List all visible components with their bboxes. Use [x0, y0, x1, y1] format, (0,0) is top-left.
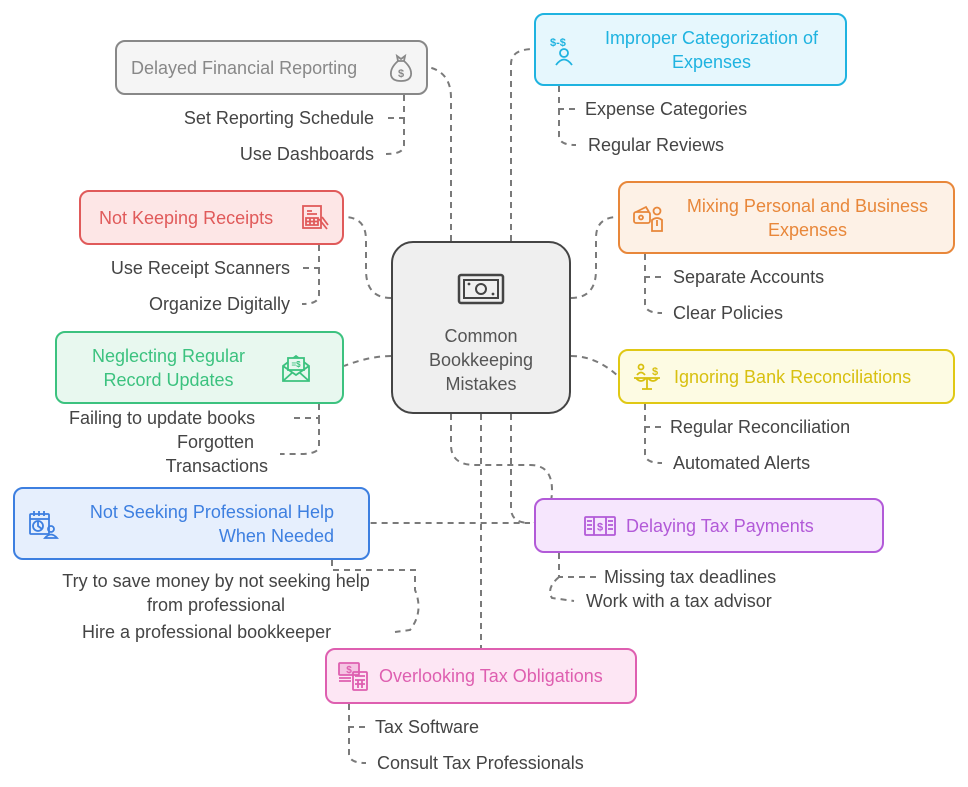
center-node[interactable]: Common Bookkeeping Mistakes: [391, 241, 571, 414]
connector-neglecting: [343, 355, 392, 367]
svg-text:$: $: [652, 366, 658, 378]
child-set-reporting-schedule: Set Reporting Schedule: [183, 108, 374, 128]
node-mixing-expenses[interactable]: Mixing Personal and Business Expenses: [618, 181, 955, 254]
node-label-line: Expenses: [671, 51, 752, 72]
node-label-line: Record Updates: [103, 369, 234, 390]
node-label: Delaying Tax Payments: [626, 515, 814, 536]
svg-text:$: $: [398, 68, 404, 80]
node-label-line: Mixing Personal and Business: [686, 195, 929, 216]
node-label-line: Not Seeking Professional Help: [89, 501, 334, 522]
child-use-receipt-scanners: Use Receipt Scanners: [110, 258, 290, 278]
child-regular-reconciliation: Regular Reconciliation: [670, 417, 851, 437]
child-forgotten-transactions-1: Forgotten: [176, 432, 254, 452]
node-label-line: Neglecting Regular: [91, 345, 246, 366]
cash-stack-icon: $: [584, 515, 616, 537]
cash-bill-icon: [457, 273, 505, 310]
money-calculator-icon: $: [337, 660, 371, 692]
connector-improper-categorization: [510, 48, 535, 241]
center-title-line: Mistakes: [445, 374, 517, 394]
svg-text:$-$: $-$: [550, 37, 566, 49]
receipt-hand-icon: [300, 203, 330, 233]
node-delaying-tax-payments[interactable]: $ Delaying Tax Payments: [534, 498, 884, 553]
connector-delayed-reporting: [427, 66, 452, 241]
child-forgotten-transactions-2: Transactions: [165, 456, 268, 476]
svg-text:$: $: [346, 665, 352, 676]
node-not-keeping-receipts[interactable]: Not Keeping Receipts: [79, 190, 344, 245]
connector-receipts: [343, 216, 392, 299]
money-exchange-person-icon: $-$: [548, 34, 580, 66]
node-label: Not Keeping Receipts: [99, 207, 274, 228]
node-label: Neglecting Regular Record Updates: [71, 344, 266, 392]
child-try-to-save-money: Try to save money by not seeking help fr…: [47, 569, 385, 617]
node-label: Improper Categorization of Expenses: [588, 26, 835, 74]
child-clear-policies: Clear Policies: [673, 303, 784, 323]
child-separate-accounts: Separate Accounts: [673, 267, 825, 287]
center-title-line: Bookkeeping: [428, 350, 534, 370]
child-missing-tax-deadlines: Missing tax deadlines: [604, 567, 777, 587]
child-failing-to-update-books: Failing to update books: [69, 408, 256, 428]
wallet-person-icon: [632, 202, 666, 234]
child-expense-categories: Expense Categories: [585, 99, 748, 119]
node-not-seeking-help[interactable]: Not Seeking Professional Help When Neede…: [13, 487, 370, 560]
node-ignoring-reconciliations[interactable]: $ Ignoring Bank Reconciliations: [618, 349, 955, 404]
node-label-line: When Needed: [218, 525, 334, 546]
node-label: Overlooking Tax Obligations: [379, 666, 603, 686]
child-consult-tax-professionals: Consult Tax Professionals: [377, 753, 584, 773]
node-label-line: Expenses: [767, 219, 848, 240]
balance-scale-icon: $: [632, 362, 662, 392]
node-label: Not Seeking Professional Help When Neede…: [71, 500, 334, 548]
child-hire-professional-bookkeeper: Hire a professional bookkeeper: [82, 622, 332, 642]
svg-text:=$: =$: [291, 360, 301, 369]
child-line: Try to save money by not seeking help: [62, 571, 370, 591]
calendar-person-icon: [27, 508, 59, 540]
connector-mixing: [570, 216, 619, 299]
node-improper-categorization[interactable]: $-$ Improper Categorization of Expenses: [534, 13, 847, 86]
center-title: Common Bookkeeping Mistakes: [429, 324, 533, 396]
child-regular-reviews: Regular Reviews: [588, 135, 725, 155]
child-automated-alerts: Automated Alerts: [673, 453, 811, 473]
node-label-line: Improper Categorization of: [604, 27, 819, 48]
connector-seeking-help: [370, 414, 531, 524]
node-label: Mixing Personal and Business Expenses: [672, 194, 943, 242]
connector-reconciliation: [570, 355, 619, 377]
svg-text:$: $: [597, 521, 603, 533]
money-bag-icon: $: [388, 53, 414, 83]
child-tax-software: Tax Software: [375, 717, 480, 737]
child-work-with-tax-advisor: Work with a tax advisor: [586, 591, 772, 611]
child-organize-digitally: Organize Digitally: [148, 294, 290, 314]
center-title-line: Common: [444, 326, 518, 346]
node-neglecting-updates[interactable]: Neglecting Regular Record Updates =$: [55, 331, 344, 404]
child-line: from professional: [146, 595, 286, 615]
node-label: Ignoring Bank Reconciliations: [674, 366, 912, 387]
node-delayed-financial-reporting[interactable]: Delayed Financial Reporting $: [115, 40, 428, 95]
envelope-dollar-icon: =$: [280, 352, 312, 384]
node-label: Delayed Financial Reporting: [131, 57, 358, 78]
node-overlooking-tax[interactable]: $ Overlooking Tax Obligations: [325, 648, 637, 704]
child-use-dashboards: Use Dashboards: [239, 144, 374, 164]
